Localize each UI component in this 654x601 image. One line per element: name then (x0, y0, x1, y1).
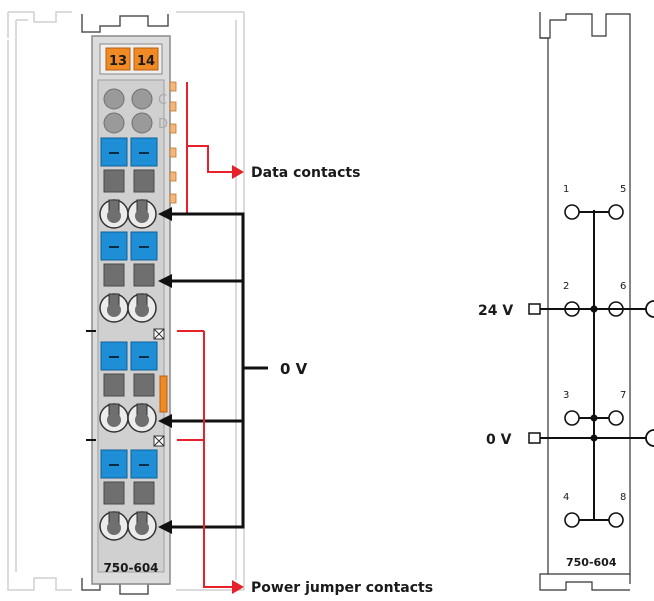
data-contact-pads (169, 81, 177, 204)
terminal-number-left: 1 (563, 184, 569, 195)
terminal-slot (133, 263, 155, 287)
supply-0v-contact-right (645, 429, 654, 447)
supply-junctions (590, 305, 598, 442)
terminal-group (99, 449, 158, 541)
supply-0v-terminal (528, 432, 541, 444)
data-contacts-arrow (232, 165, 244, 179)
terminal-number-left: 4 (563, 492, 569, 503)
terminal-group (99, 231, 158, 323)
schematic-terminal (608, 204, 624, 220)
channel-badge-14 (133, 47, 159, 71)
data-contacts-pointer (186, 82, 232, 214)
power-jumper-strip (159, 375, 168, 413)
terminal-group (99, 341, 158, 433)
schematic-terminal (608, 512, 624, 528)
push-button[interactable] (130, 449, 158, 479)
terminal-number-right: 7 (620, 390, 626, 401)
channel-label-14: 14 (137, 54, 155, 69)
terminal-slot (133, 481, 155, 505)
supply-0v-label: 0 V (486, 432, 512, 448)
power-jumper-label: Power jumper contacts (251, 580, 433, 596)
terminal-number-left: 3 (563, 390, 569, 401)
schematic-terminal (564, 204, 580, 220)
data-contacts-label: Data contacts (251, 165, 360, 181)
supply-24v-contact-right (645, 300, 654, 318)
led-letter-d: D (158, 117, 168, 132)
schematic-terminal (564, 512, 580, 528)
terminal-slot (103, 169, 125, 193)
supply-24v-label: 24 V (478, 303, 513, 319)
supply-24v-terminal (528, 303, 541, 315)
push-button[interactable] (100, 231, 128, 261)
schematic-terminal (608, 410, 624, 426)
terminal-slot (103, 373, 125, 397)
terminal-number-right: 6 (620, 281, 626, 292)
channel-label-13: 13 (109, 54, 127, 69)
channel-badges: 13 14 (99, 43, 163, 75)
zero-v-arrowheads (158, 207, 172, 534)
terminal-number-right: 5 (620, 184, 626, 195)
schematic-model-label: 750-604 (566, 556, 617, 569)
power-jumper-marks (153, 328, 165, 447)
schematic-frame (539, 12, 631, 591)
terminal-group (99, 137, 158, 229)
terminal-number-right: 8 (620, 492, 626, 503)
terminal-number-left: 2 (563, 281, 569, 292)
zero-v-bus (170, 212, 268, 529)
terminal-slot (133, 169, 155, 193)
status-leds: C D (103, 88, 168, 134)
module-model-label: 750-604 (103, 561, 158, 575)
channel-badge-13 (105, 47, 131, 71)
terminal-slot (103, 481, 125, 505)
led-letter-c: C (158, 93, 167, 108)
schematic-terminal (564, 410, 580, 426)
zero-v-label: 0 V (280, 360, 308, 378)
power-jumper-pointer (177, 330, 232, 588)
schematic-terminals: 1 5 2 6 3 7 4 8 (563, 184, 626, 528)
power-jumper-arrow (232, 580, 244, 594)
terminal-slot (133, 373, 155, 397)
terminal-slot (103, 263, 125, 287)
